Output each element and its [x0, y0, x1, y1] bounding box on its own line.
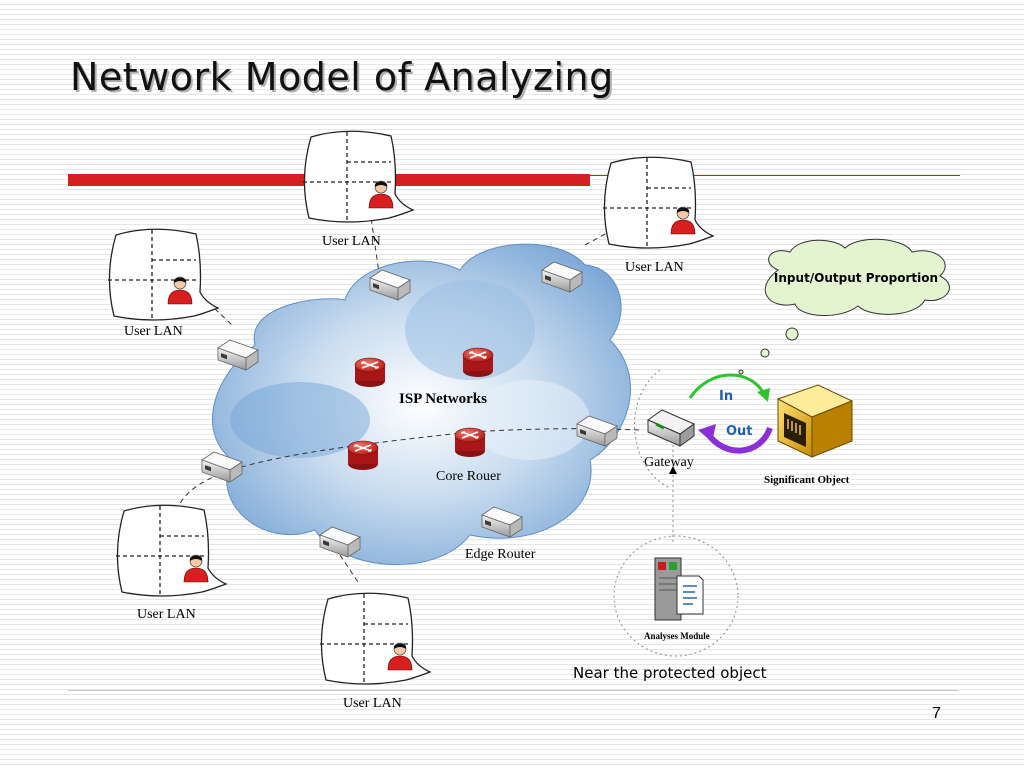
- analyses-module-icon: [654, 557, 704, 621]
- out-label: Out: [726, 424, 753, 439]
- footer-rule: [68, 690, 958, 691]
- thought-bubble: [738, 238, 950, 375]
- user-lan-bottom: [319, 592, 431, 685]
- user-lan-bottom-left: [115, 504, 227, 597]
- out-arrow-icon: [698, 424, 773, 454]
- significant-object-icon: [776, 384, 854, 458]
- gateway-pointer-icon: [669, 466, 677, 474]
- location-note: Near the protected object: [573, 664, 767, 682]
- core-router-icon: [347, 440, 379, 471]
- thought-bubble-text: Input/Output Proportion: [773, 271, 939, 285]
- user-lan-top-right: [602, 156, 714, 249]
- user-lan-label: User LAN: [322, 234, 381, 249]
- core-router-icon: [454, 427, 486, 458]
- edge-router-label: Edge Router: [465, 547, 536, 562]
- user-lan-label: User LAN: [124, 324, 183, 339]
- user-lan-left: [107, 228, 219, 321]
- core-router-icon: [462, 347, 494, 378]
- user-lan-label: User LAN: [137, 607, 196, 622]
- significant-object-label: Significant Object: [764, 474, 850, 486]
- in-label: In: [719, 389, 734, 404]
- title-accent-line: [590, 175, 960, 176]
- user-lan-label: User LAN: [343, 696, 402, 711]
- analyses-module-label: Analyses Module: [644, 631, 710, 641]
- edge-router-icon: [217, 339, 259, 371]
- user-lan-label: User LAN: [625, 260, 684, 275]
- core-router-label: Core Rouer: [436, 469, 501, 484]
- isp-cloud: [211, 243, 631, 566]
- in-arrow-icon: [688, 373, 770, 402]
- isp-networks-label: ISP Networks: [399, 391, 487, 407]
- page-number: 7: [932, 705, 941, 722]
- gateway-icon: [646, 409, 696, 447]
- gateway-label: Gateway: [644, 455, 694, 470]
- core-router-icon: [354, 357, 386, 388]
- slide-title: Network Model of Analyzing: [70, 55, 614, 99]
- user-lan-top: [302, 130, 414, 223]
- analysis-links: [613, 369, 739, 657]
